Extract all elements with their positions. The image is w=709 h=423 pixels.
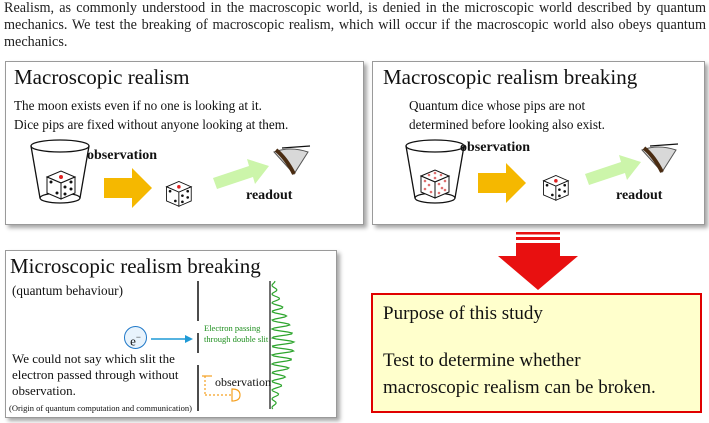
eye-icon bbox=[641, 143, 679, 173]
electron-icon: e− bbox=[124, 326, 147, 349]
purpose-line-2: macroscopic realism can be broken. bbox=[383, 377, 656, 398]
panel-microscopic-realism-breaking: Microscopic realism breaking (quantum be… bbox=[5, 250, 337, 418]
explanation-text: We could not say which slit the electron… bbox=[12, 351, 179, 398]
intro-paragraph: Realism, as commonly understood in the m… bbox=[4, 0, 706, 50]
cup-icon bbox=[30, 139, 90, 204]
orange-arrow-icon bbox=[104, 168, 152, 208]
dice-icon bbox=[165, 181, 193, 207]
purpose-box: Purpose of this study Test to determine … bbox=[371, 293, 702, 413]
cup-icon bbox=[405, 139, 465, 204]
interference-pattern-icon bbox=[269, 280, 296, 410]
electron-arrow-icon bbox=[151, 335, 193, 343]
panel-text-line-2: determined before looking also exist. bbox=[409, 117, 605, 132]
dice-icon bbox=[45, 170, 77, 200]
observation-label: observation bbox=[460, 140, 530, 155]
panel-title: Microscopic realism breaking bbox=[10, 254, 261, 278]
panel-macroscopic-realism: Macroscopic realism The moon exists even… bbox=[5, 61, 364, 225]
eye-icon bbox=[273, 145, 311, 175]
dice-icon bbox=[542, 175, 570, 201]
double-slit-icon bbox=[197, 281, 199, 411]
quantum-dice-icon bbox=[419, 169, 451, 199]
green-arrow-icon bbox=[585, 155, 641, 185]
purpose-line-1: Test to determine whether bbox=[383, 350, 581, 371]
panel-text-line-2: Dice pips are fixed without anyone looki… bbox=[14, 117, 289, 132]
panel-subtitle: (quantum behaviour) bbox=[12, 283, 123, 298]
panel-text-line-1: The moon exists even if no one is lookin… bbox=[14, 98, 262, 113]
panel-macroscopic-realism-breaking: Macroscopic realism breaking Quantum dic… bbox=[372, 61, 705, 225]
readout-label: readout bbox=[246, 188, 293, 203]
green-arrow-icon bbox=[213, 159, 269, 189]
observation-label: observation bbox=[215, 375, 271, 389]
detector-icon bbox=[202, 375, 241, 402]
origin-note: (Origin of quantum computation and commu… bbox=[9, 403, 192, 413]
purpose-title: Purpose of this study bbox=[383, 303, 543, 324]
panel-title: Macroscopic realism breaking bbox=[383, 65, 638, 89]
panel-title: Macroscopic realism bbox=[14, 65, 190, 89]
purpose-text: Test to determine whether macroscopic re… bbox=[383, 347, 656, 401]
electron-passing-label: Electron passing through double slit bbox=[204, 323, 269, 344]
panel-text-line-1: Quantum dice whose pips are not bbox=[409, 98, 586, 113]
orange-arrow-icon bbox=[478, 163, 526, 203]
observation-label: observation bbox=[87, 148, 157, 163]
red-down-arrow-icon bbox=[498, 232, 578, 290]
readout-label: readout bbox=[616, 188, 663, 203]
